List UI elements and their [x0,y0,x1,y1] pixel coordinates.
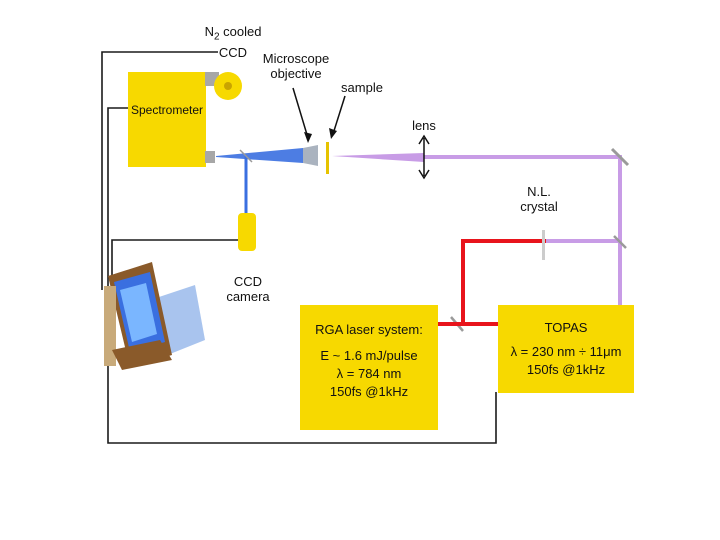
objective-arrow [292,87,309,139]
mirror-icon [613,235,627,249]
wire-camera-to-computer [111,239,238,290]
objective-arrowhead [304,132,312,143]
lens-icon [418,134,430,180]
rga-wavelength: λ = 784 nm [336,366,402,381]
topas-pulse: 150fs @1kHz [526,362,606,377]
beam-splitter [239,149,253,163]
spectrometer-port-bottom [205,151,215,163]
wire-ccd-to-computer [101,51,218,290]
nl-crystal [542,230,545,260]
sample-label: sample [341,80,383,95]
ccd-camera-line2: camera [226,289,270,304]
violet-beam-path [424,155,622,306]
cooled-ccd-rest: cooled [219,24,262,39]
computer-icon [104,262,205,370]
topas-title: TOPAS [544,320,588,335]
red-beam-path [438,239,546,326]
lens-label: lens [412,118,436,133]
wiring [101,51,497,444]
crystal-label: N.L. crystal [514,184,564,214]
spectrometer-label: Spectrometer [130,103,204,117]
rga-energy: E ~ 1.6 mJ/pulse [320,348,418,363]
microscope-objective [303,145,318,166]
crystal-line2: crystal [520,199,558,214]
rga-pulse: 150fs @1kHz [329,384,409,399]
objective-label: Microscope objective [256,51,336,81]
sample-arrow [332,95,346,135]
crystal-line1: N.L. [527,184,551,199]
spectrometer-box [128,72,206,167]
ccd-camera-body [238,213,256,251]
cooled-ccd-line2: CCD [218,44,248,60]
cooled-ccd-prefix: N [204,24,214,39]
rga-title: RGA laser system: [315,322,423,337]
objective-line2: objective [270,66,322,81]
mirror-icon [610,147,630,167]
cooled-ccd-label: N2 cooled CCD [198,24,268,60]
blue-beam-collected [216,148,303,163]
wire-computer-to-topas [107,360,497,444]
cooled-ccd-sub: 2 [213,31,220,43]
objective-line1: Microscope [262,51,330,66]
topas-range: λ = 230 nm ÷ 11μm [510,344,622,359]
topas-box: TOPAS λ = 230 nm ÷ 11μm 150fs @1kHz [498,305,634,393]
rga-laser-box: RGA laser system: E ~ 1.6 mJ/pulse λ = 7… [300,305,438,430]
ccd-camera-label: CCD camera [218,274,278,304]
cooled-ccd-center [224,82,232,90]
violet-beam-focused [332,153,424,162]
sample-arrowhead [329,128,337,139]
sample-slide [326,142,329,174]
ccd-camera-line1: CCD [233,274,263,289]
wire-spectrometer-to-computer [107,107,128,290]
